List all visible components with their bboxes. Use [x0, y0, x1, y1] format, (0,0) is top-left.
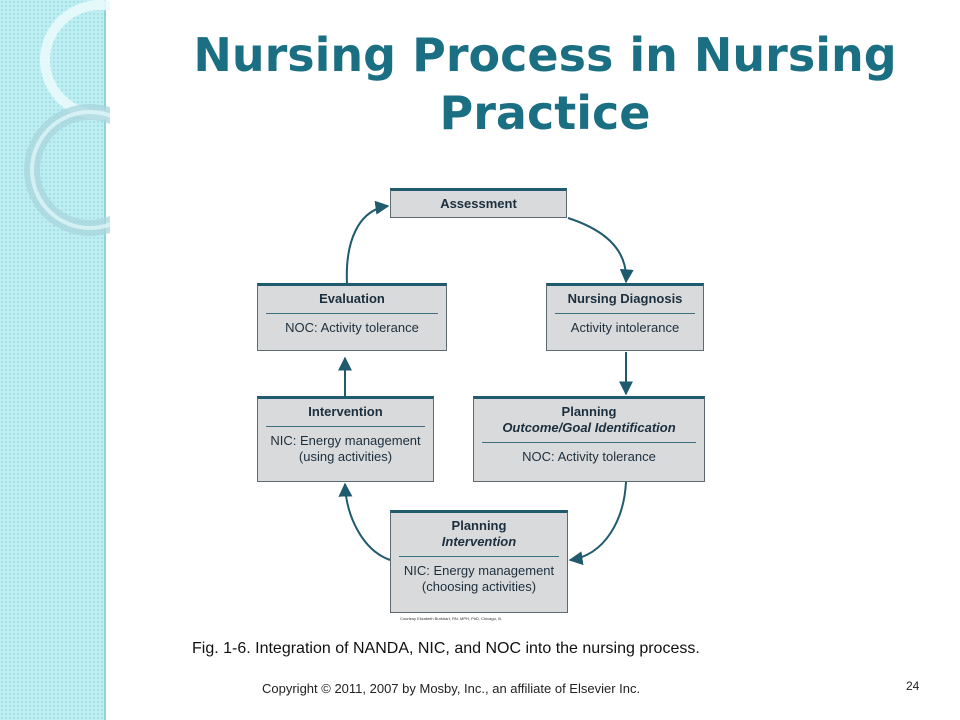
copyright-notice: Copyright © 2011, 2007 by Mosby, Inc., a…	[262, 681, 641, 696]
node-evaluation-heading: Evaluation	[319, 291, 385, 306]
node-intervention-heading: Intervention	[308, 404, 383, 419]
node-evaluation-body: NOC: Activity tolerance	[285, 320, 419, 335]
cycle-arrows	[338, 200, 634, 566]
node-planning-outcome-divider	[482, 442, 696, 443]
node-diagnosis-heading: Nursing Diagnosis	[567, 291, 683, 306]
page-number: 24	[906, 679, 920, 693]
node-assessment: Assessment	[390, 188, 567, 218]
node-evaluation: Evaluation NOC: Activity tolerance	[257, 283, 447, 351]
node-intervention-divider	[266, 426, 425, 427]
arrow-evaluation-to-assessment	[345, 200, 390, 285]
node-planning-outcome-subheading: Outcome/Goal Identification	[502, 420, 676, 435]
arrow-planning-outcome-to-planning-intervention	[568, 481, 627, 566]
node-planning-intervention: Planning Intervention NIC: Energy manage…	[390, 510, 568, 613]
node-planning-intervention-body-line2: (choosing activities)	[421, 579, 537, 594]
node-intervention-body-line2: (using activities)	[298, 449, 393, 464]
node-diagnosis-body: Activity intolerance	[570, 320, 680, 335]
slide-title: Nursing Process in Nursing Practice	[193, 28, 897, 140]
node-planning-intervention-subheading: Intervention	[441, 534, 517, 549]
decorative-circles	[24, 0, 110, 236]
node-planning-intervention-divider	[399, 556, 559, 557]
arrow-assessment-to-diagnosis	[567, 217, 634, 284]
node-planning-outcome-heading: Planning	[561, 404, 617, 419]
figure-caption: Fig. 1-6. Integration of NANDA, NIC, and…	[192, 640, 700, 657]
node-planning-outcome: Planning Outcome/Goal Identification NOC…	[473, 396, 705, 482]
figure-credit: Courtesy Elizabeth Burkhart, RN, MPH, Ph…	[400, 616, 503, 621]
node-assessment-heading: Assessment	[440, 196, 517, 211]
node-planning-outcome-body: NOC: Activity tolerance	[522, 449, 656, 464]
node-evaluation-divider	[266, 313, 438, 314]
node-diagnosis-divider	[555, 313, 695, 314]
node-intervention: Intervention NIC: Energy management (usi…	[257, 396, 434, 482]
nursing-process-diagram: Assessment Nursing Diagnosis Activity in…	[250, 180, 710, 630]
node-planning-intervention-heading: Planning	[451, 518, 507, 533]
node-intervention-body-line1: NIC: Energy management	[270, 433, 421, 448]
node-nursing-diagnosis: Nursing Diagnosis Activity intolerance	[546, 283, 704, 351]
side-strip-edge	[104, 0, 106, 720]
node-planning-intervention-body-line1: NIC: Energy management	[403, 563, 555, 578]
arrow-planning-intervention-to-intervention	[338, 482, 391, 561]
